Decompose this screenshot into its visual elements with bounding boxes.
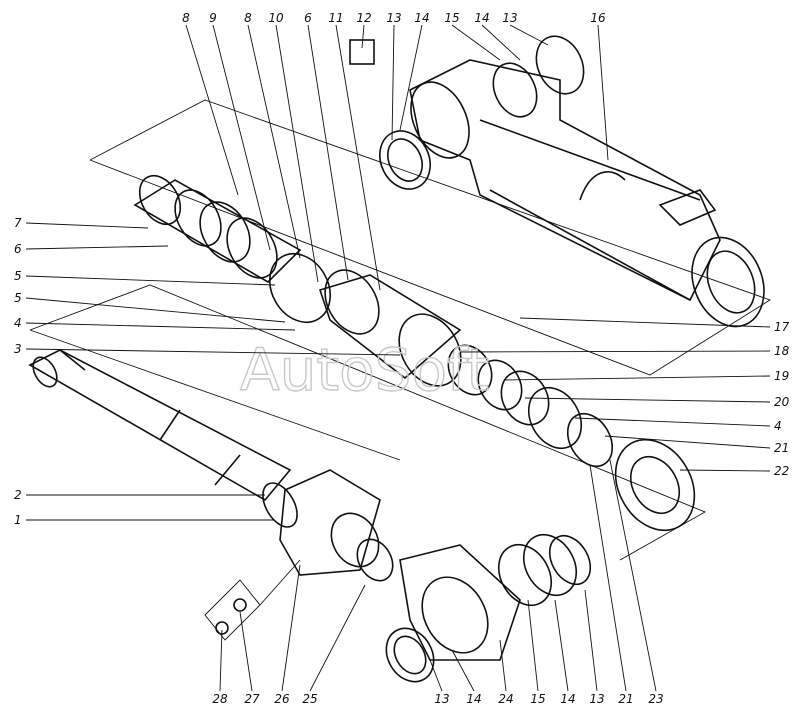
callout-label-top-9: 15 <box>444 11 459 25</box>
callout-label-right-1: 18 <box>774 344 790 358</box>
callout-label-bottom-4: 13 <box>434 692 449 706</box>
leader-line-right-4 <box>574 417 771 427</box>
leader-line-top-11 <box>509 24 549 46</box>
leader-line-bottom-9 <box>584 589 598 692</box>
callout-label-right-6: 22 <box>774 464 789 478</box>
leader-line-top-7 <box>391 24 395 141</box>
watermark-text: AutoSoft <box>240 336 489 404</box>
callout-label-top-7: 13 <box>386 11 401 25</box>
leader-line-top-2 <box>247 24 301 259</box>
leader-line-bottom-5 <box>451 649 475 692</box>
callout-label-right-3: 20 <box>774 395 790 409</box>
callout-label-top-12: 16 <box>590 11 606 25</box>
leader-line-bottom-1 <box>239 611 253 692</box>
callout-label-top-3: 10 <box>268 11 284 25</box>
leader-line-left-3 <box>25 297 286 323</box>
callout-label-bottom-1: 27 <box>244 692 260 706</box>
leader-line-right-0 <box>519 317 771 328</box>
leader-line-right-2 <box>504 375 771 381</box>
leader-line-bottom-10 <box>589 464 627 692</box>
callout-label-top-8: 14 <box>414 11 429 25</box>
callout-label-top-2: 8 <box>244 11 252 25</box>
leader-line-top-5 <box>335 24 381 291</box>
leader-line-right-5 <box>604 435 771 449</box>
leader-line-top-3 <box>275 24 319 283</box>
leader-line-bottom-0 <box>219 629 223 692</box>
leader-line-right-6 <box>679 469 771 472</box>
callout-label-left-7: 1 <box>14 513 22 527</box>
callout-label-top-5: 11 <box>328 11 343 25</box>
leader-line-bottom-2 <box>281 564 301 692</box>
cylinder-housing <box>349 35 765 328</box>
leader-line-top-4 <box>307 24 349 281</box>
callout-label-bottom-9: 13 <box>589 692 604 706</box>
reference-lines <box>29 99 772 561</box>
callout-label-top-10: 14 <box>474 11 489 25</box>
leader-line-left-4 <box>25 322 296 331</box>
leader-line-right-1 <box>459 350 771 353</box>
leader-line-left-0 <box>25 222 149 229</box>
leader-line-bottom-11 <box>609 459 657 692</box>
callout-label-top-1: 9 <box>209 11 217 25</box>
piston-rod <box>28 349 292 502</box>
callout-label-right-0: 17 <box>774 320 790 334</box>
leader-line-top-9 <box>451 24 501 61</box>
callout-label-left-6: 2 <box>14 488 22 502</box>
callout-label-bottom-2: 26 <box>274 692 290 706</box>
leader-line-bottom-4 <box>429 659 443 692</box>
callout-label-right-4: 4 <box>774 419 782 433</box>
leader-line-top-6 <box>361 24 365 49</box>
callout-label-top-11: 13 <box>502 11 517 25</box>
callout-label-top-4: 6 <box>304 11 312 25</box>
rod-end-assembly <box>262 469 592 683</box>
leader-line-top-10 <box>481 24 521 61</box>
fastener-inset <box>204 559 301 641</box>
callout-label-bottom-8: 14 <box>560 692 575 706</box>
leader-line-left-5 <box>25 348 401 356</box>
callout-label-right-2: 19 <box>774 369 789 383</box>
leader-line-top-0 <box>185 24 239 196</box>
leader-line-bottom-8 <box>554 599 569 692</box>
callout-label-left-2: 5 <box>14 269 22 283</box>
callout-label-left-5: 3 <box>14 342 22 356</box>
callout-label-bottom-7: 15 <box>530 692 545 706</box>
callout-label-top-6: 12 <box>356 11 371 25</box>
callout-label-bottom-11: 23 <box>648 692 663 706</box>
leader-line-bottom-6 <box>499 639 507 692</box>
leader-line-left-2 <box>25 275 276 286</box>
spool-assembly <box>133 174 696 532</box>
callout-label-right-5: 21 <box>774 441 789 455</box>
callout-label-left-4: 4 <box>14 316 22 330</box>
callout-label-left-0: 7 <box>14 216 22 230</box>
callout-label-bottom-3: 25 <box>302 692 317 706</box>
callout-label-bottom-6: 24 <box>498 692 513 706</box>
callout-label-bottom-5: 14 <box>466 692 481 706</box>
leader-line-bottom-7 <box>527 599 539 692</box>
leader-line-left-1 <box>25 245 169 250</box>
leader-line-top-1 <box>212 24 271 251</box>
leader-line-bottom-3 <box>309 584 366 692</box>
leader-line-top-8 <box>399 24 423 131</box>
callout-label-left-3: 5 <box>14 291 22 305</box>
callout-label-top-0: 8 <box>182 11 190 25</box>
leader-line-right-3 <box>524 397 771 403</box>
leader-line-top-12 <box>597 24 609 161</box>
callout-label-bottom-0: 28 <box>212 692 228 706</box>
callout-label-left-1: 6 <box>14 242 22 256</box>
callout-label-bottom-10: 21 <box>618 692 633 706</box>
